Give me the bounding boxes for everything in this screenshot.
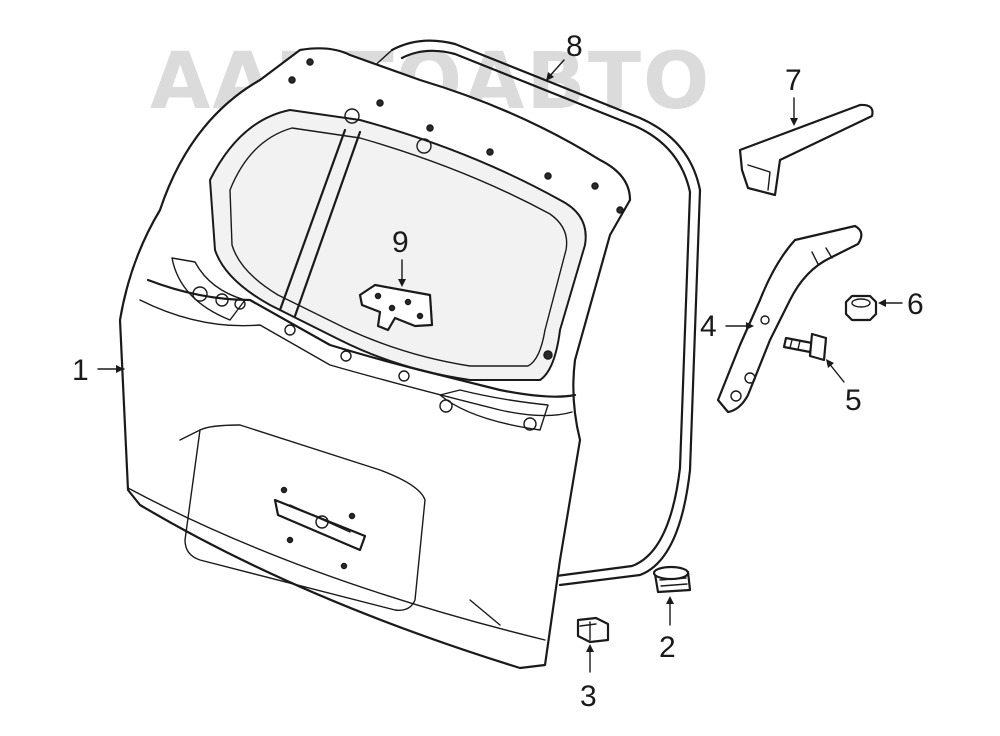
arrowhead-4 bbox=[746, 322, 754, 330]
callout-6: 6 bbox=[907, 288, 924, 321]
arrowhead-7 bbox=[790, 118, 798, 126]
arrowhead-2 bbox=[666, 596, 674, 604]
callout-9: 9 bbox=[392, 226, 409, 259]
callout-4: 4 bbox=[700, 310, 717, 343]
part-9-bracket bbox=[358, 283, 434, 332]
callout-2: 2 bbox=[659, 631, 676, 664]
arrowhead-8 bbox=[546, 72, 554, 81]
part-7-upper-trim bbox=[738, 103, 874, 197]
part-2-bumper-stop bbox=[652, 565, 692, 594]
arrowhead-1 bbox=[116, 365, 124, 373]
callout-numbers: 1 2 3 4 5 6 7 8 9 bbox=[72, 30, 924, 713]
callout-5: 5 bbox=[845, 384, 862, 417]
leader-lines bbox=[97, 59, 903, 673]
callout-8: 8 bbox=[566, 30, 583, 63]
callout-1: 1 bbox=[72, 354, 89, 387]
part-5-bolt bbox=[782, 332, 828, 362]
part-1-tailgate bbox=[118, 47, 632, 670]
callout-7: 7 bbox=[785, 64, 802, 97]
arrowhead-5 bbox=[826, 359, 834, 368]
part-4-side-garnish bbox=[716, 224, 863, 414]
arrowhead-6 bbox=[878, 299, 886, 307]
callout-3: 3 bbox=[580, 680, 597, 713]
part-3-clip bbox=[576, 616, 610, 644]
arrowhead-9 bbox=[398, 279, 406, 287]
arrowhead-3 bbox=[586, 644, 594, 652]
part-6-nut bbox=[844, 294, 878, 322]
